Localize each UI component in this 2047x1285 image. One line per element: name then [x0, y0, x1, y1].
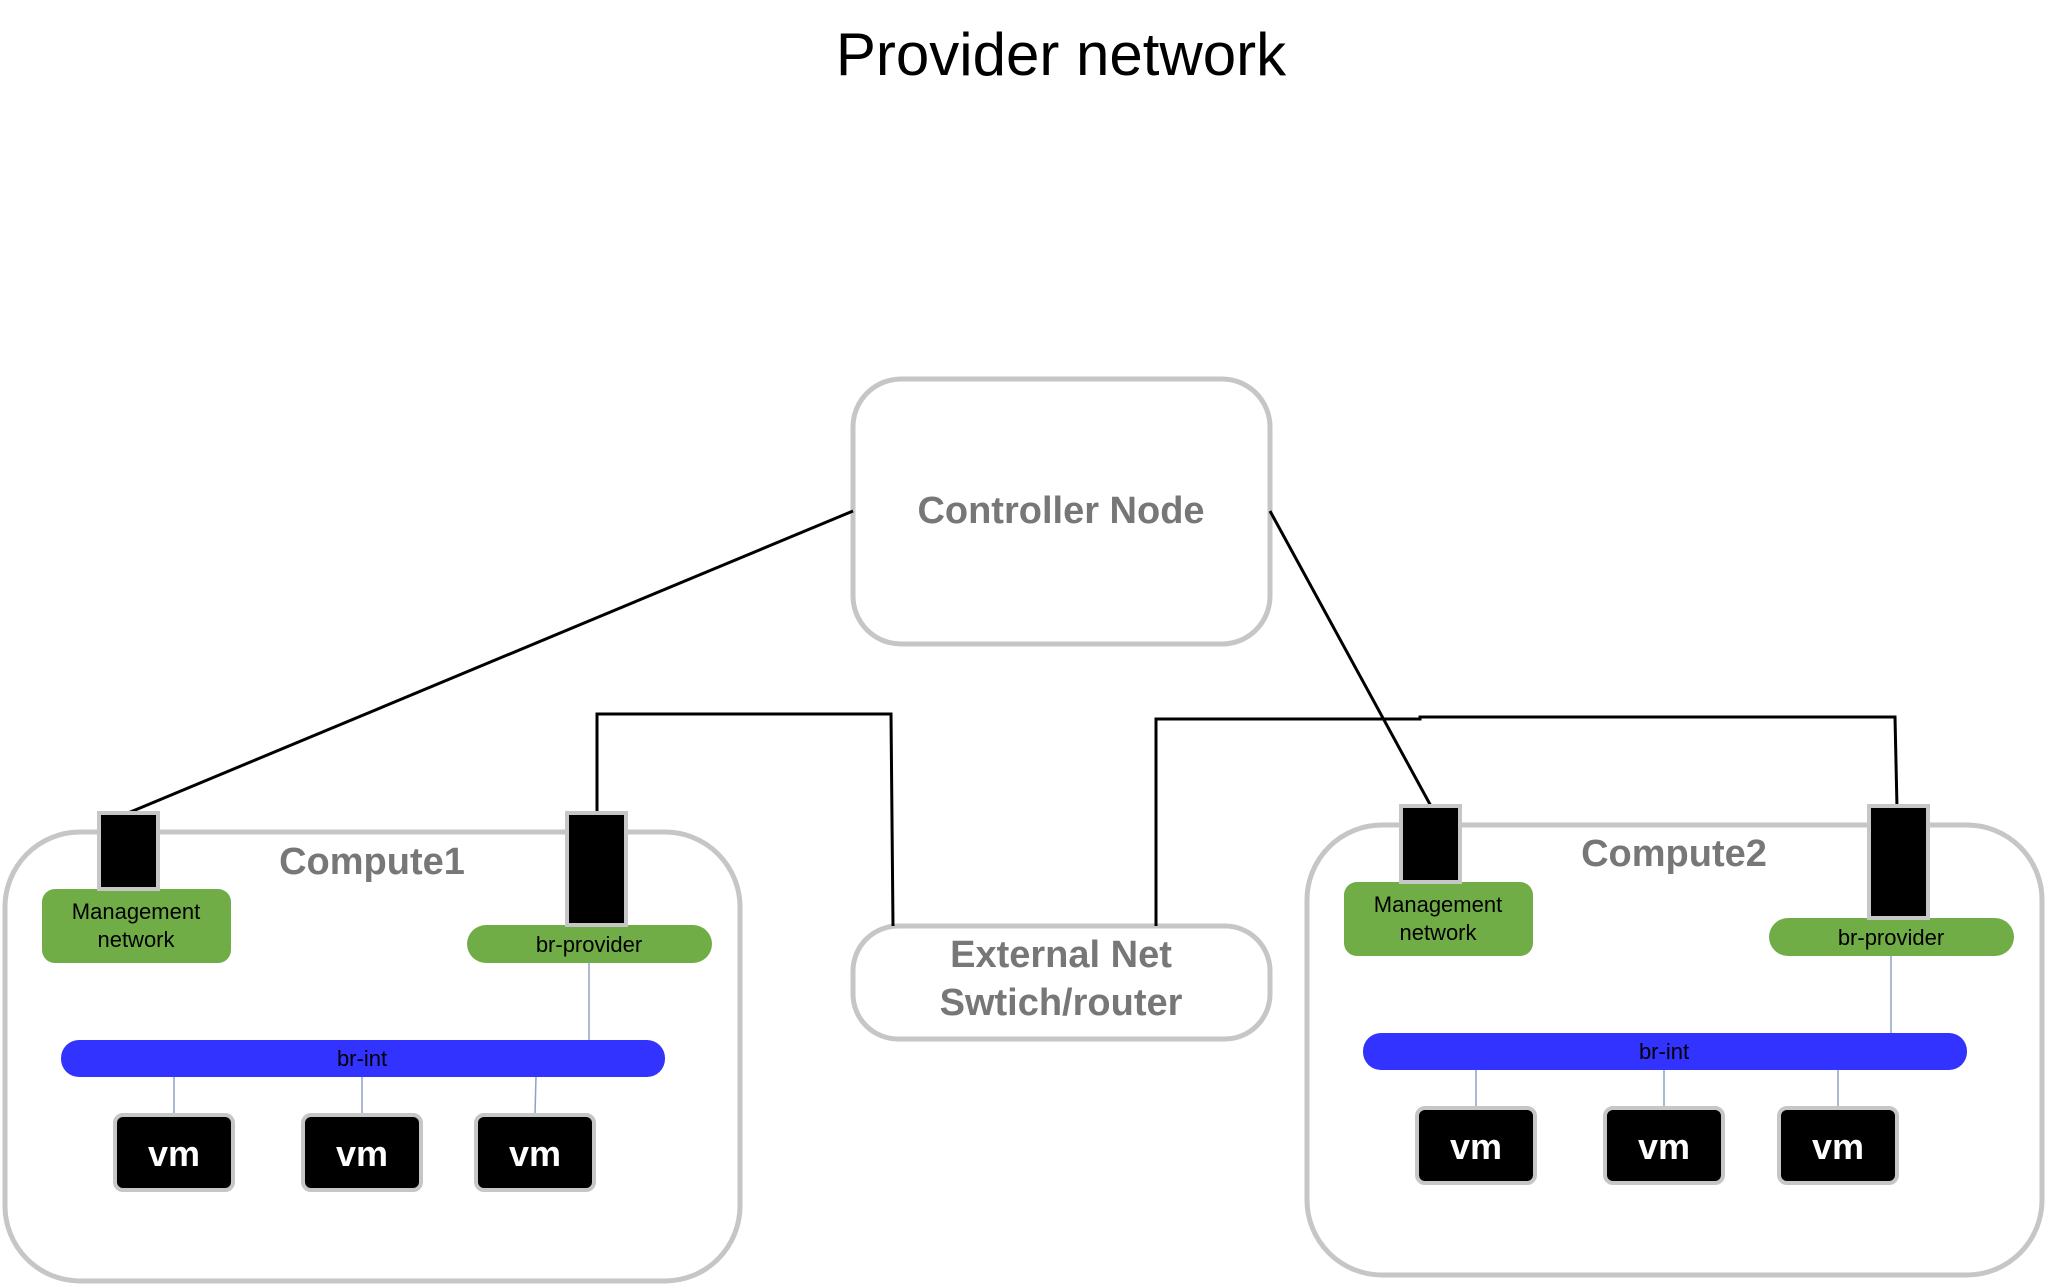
c1-br-int — [61, 1040, 665, 1077]
c2-vm-3-box — [1777, 1106, 1899, 1185]
c2-br-int-label: br-int — [1639, 1039, 1689, 1064]
c1-management-nic-icon — [97, 811, 160, 891]
c1-management-network — [42, 889, 231, 963]
compute2-internals: Management network br-provider br-int vm… — [1344, 804, 2014, 1185]
c2-management-line2: network — [1399, 920, 1477, 945]
controller-node: Controller Node — [850, 376, 1273, 647]
compute2-label: Compute2 — [1581, 833, 1767, 875]
compute2-provider-to-external-link — [1154, 715, 1899, 926]
c2-vm-2-box — [1603, 1106, 1725, 1185]
connections — [127, 509, 1899, 927]
c1-br-int-label: br-int — [337, 1046, 387, 1071]
c2-vm-3: vm — [1777, 1106, 1899, 1185]
external-switch-router: External Net Swtich/router — [850, 923, 1273, 1042]
c2-vm-1-label: vm — [1450, 1126, 1502, 1167]
c2-br-int — [1363, 1033, 1967, 1070]
external-label-line1: External Net — [950, 934, 1172, 976]
c1-vm-2-box — [301, 1113, 423, 1192]
c1-vm-1-label: vm — [148, 1133, 200, 1174]
c2-management-nic-icon — [1399, 804, 1462, 884]
external-label-line2: Swtich/router — [940, 982, 1183, 1024]
c2-management-line1: Management — [1374, 892, 1502, 917]
diagram-title: Provider network — [836, 21, 1287, 88]
c1-vm-1-box — [113, 1113, 235, 1192]
c2-br-provider — [1769, 918, 2014, 956]
compute1-internals: Management network br-provider br-int vm… — [42, 811, 712, 1192]
c1-management-line1: Management — [72, 899, 200, 924]
c1-bint-vm3-link — [534, 1075, 537, 1116]
c2-vm-3-label: vm — [1812, 1126, 1864, 1167]
c1-vm-3: vm — [474, 1113, 596, 1192]
c1-vm-2-label: vm — [336, 1133, 388, 1174]
c2-br-provider-label: br-provider — [1838, 925, 1944, 950]
compute1-label: Compute1 — [279, 841, 465, 883]
c1-vm-1: vm — [113, 1113, 235, 1192]
c1-provider-nic-icon — [565, 811, 628, 927]
c1-vm-3-label: vm — [509, 1133, 561, 1174]
c1-management-line2: network — [97, 927, 175, 952]
c2-vm-1: vm — [1415, 1106, 1537, 1185]
external-box — [850, 923, 1273, 1042]
c2-management-network — [1344, 882, 1533, 956]
controller-label: Controller Node — [917, 490, 1204, 532]
c1-vm-3-box — [474, 1113, 596, 1192]
c1-br-provider-label: br-provider — [536, 932, 642, 957]
c2-vm-1-box — [1415, 1106, 1537, 1185]
controller-to-compute1-mgmt-link — [127, 509, 854, 815]
c1-br-provider — [467, 925, 712, 963]
c1-vm-2: vm — [301, 1113, 423, 1192]
c2-vm-2: vm — [1603, 1106, 1725, 1185]
compute1-provider-to-external-link — [595, 712, 895, 927]
c2-vm-2-label: vm — [1638, 1126, 1690, 1167]
controller-to-compute2-mgmt-link — [1268, 510, 1434, 809]
c2-provider-nic-icon — [1867, 804, 1930, 920]
